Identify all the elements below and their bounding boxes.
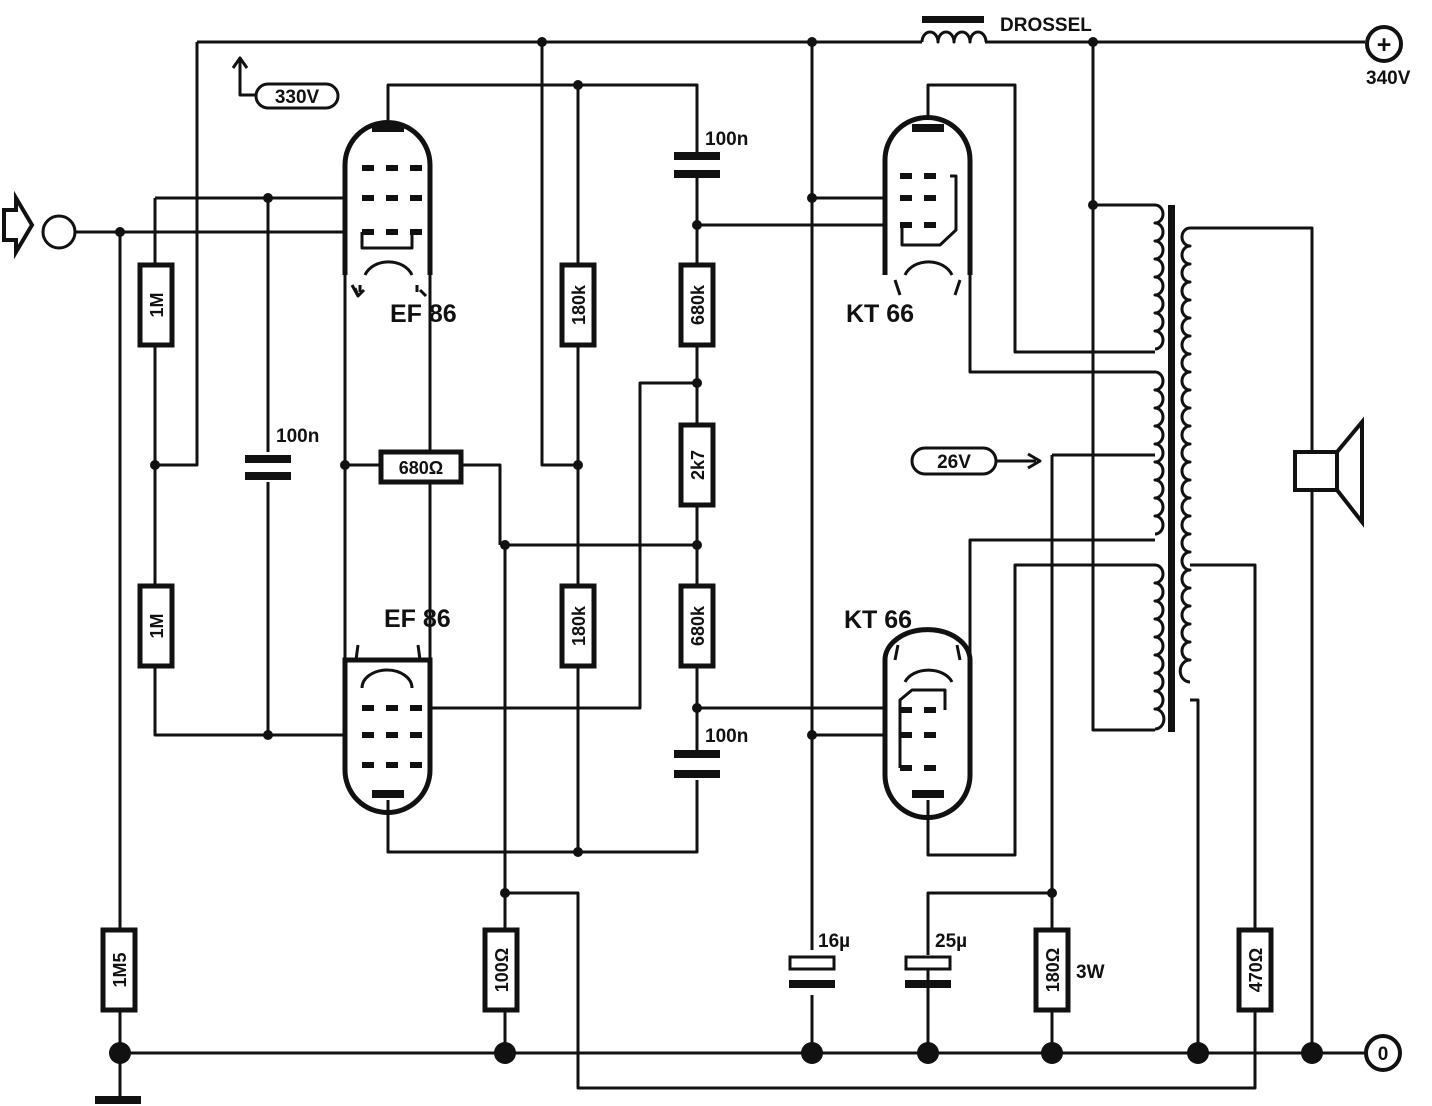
tube-ef86-top — [342, 120, 433, 298]
resistor-1m-top — [137, 262, 175, 348]
resistor-680-ohm-label: 680Ω — [399, 458, 443, 478]
resistor-180k-bottom — [559, 583, 597, 669]
tube-ef86-bottom — [342, 644, 433, 815]
tube-ef86-top-label: EF 86 — [390, 300, 457, 328]
resistor-1m-bottom — [137, 583, 175, 669]
capacitor-input — [245, 455, 291, 463]
tube-kt66-bottom-label: KT 66 — [844, 606, 912, 634]
capacitor-coupling-top — [674, 152, 720, 160]
tap-arrow-icon — [231, 56, 256, 97]
ground-symbol — [95, 1096, 141, 1104]
ground-terminal-label: 0 — [1378, 1044, 1389, 1065]
tap-voltage-badge — [254, 82, 340, 110]
resistor-1m-top-label: 1M — [147, 292, 167, 317]
junctions — [109, 37, 1323, 1064]
resistor-680k-top-label: 680k — [688, 284, 708, 325]
resistor-1m-bottom-label: 1M — [147, 613, 167, 638]
resistor-180k-top — [559, 262, 597, 348]
heater-voltage-label: 26V — [937, 452, 971, 473]
speaker-icon — [1293, 416, 1364, 528]
ground-terminal — [1364, 1034, 1402, 1072]
resistor-180-ohm — [1033, 927, 1071, 1013]
resistor-100-ohm-label: 100Ω — [492, 948, 512, 992]
resistor-180k-bottom-label: 180k — [569, 605, 589, 646]
supply-voltage-label: 340V — [1366, 68, 1411, 89]
resistor-2k7-label: 2k7 — [688, 450, 708, 480]
heater-arrow-icon — [996, 452, 1042, 470]
capacitors: 100n 100n 100n 16µ 25µ — [240, 129, 967, 995]
supply-terminal-sign: + — [1377, 31, 1392, 59]
output-transformer — [1153, 203, 1192, 732]
capacitor-coupling-bottom-label: 100n — [705, 726, 748, 747]
capacitor-coupling-top-label: 100n — [705, 129, 748, 150]
input-arrow-icon — [2, 190, 35, 260]
choke-label: DROSSEL — [1000, 15, 1092, 36]
capacitor-coupling-bottom — [674, 750, 720, 758]
tube-kt66-bottom — [882, 627, 973, 820]
resistor-680k-top — [678, 262, 716, 348]
supply-terminal — [1365, 25, 1403, 63]
resistor-470-ohm-label: 470Ω — [1246, 948, 1266, 992]
capacitor-16u-label: 16µ — [818, 931, 850, 952]
capacitor-25u — [904, 955, 952, 971]
resistor-2k7 — [678, 422, 716, 508]
resistor-470-ohm — [1236, 927, 1274, 1013]
resistors: 1M 1M 1M5 680Ω 100Ω 180k 180k 680k 2k7 6… — [100, 262, 1274, 1013]
tube-kt66-top — [882, 115, 973, 296]
resistor-680k-bottom — [678, 583, 716, 669]
resistor-680-ohm — [378, 449, 464, 485]
capacitor-25u-label: 25µ — [935, 931, 967, 952]
tube-kt66-top-label: KT 66 — [846, 300, 914, 328]
resistor-180-ohm-power-label: 3W — [1076, 962, 1105, 983]
choke-inductor — [920, 16, 988, 44]
resistor-680k-bottom-label: 680k — [688, 605, 708, 646]
resistor-1m5-label: 1M5 — [110, 952, 130, 987]
resistor-1m5 — [100, 927, 138, 1013]
resistor-100-ohm — [482, 927, 520, 1013]
capacitor-input-label: 100n — [276, 426, 319, 447]
resistor-180-ohm-label: 180Ω — [1043, 948, 1063, 992]
resistor-180k-top-label: 180k — [569, 284, 589, 325]
tap-voltage-label: 330V — [275, 87, 320, 108]
tube-ef86-bottom-label: EF 86 — [384, 605, 451, 633]
input-jack — [41, 214, 77, 250]
capacitor-16u — [788, 955, 836, 971]
